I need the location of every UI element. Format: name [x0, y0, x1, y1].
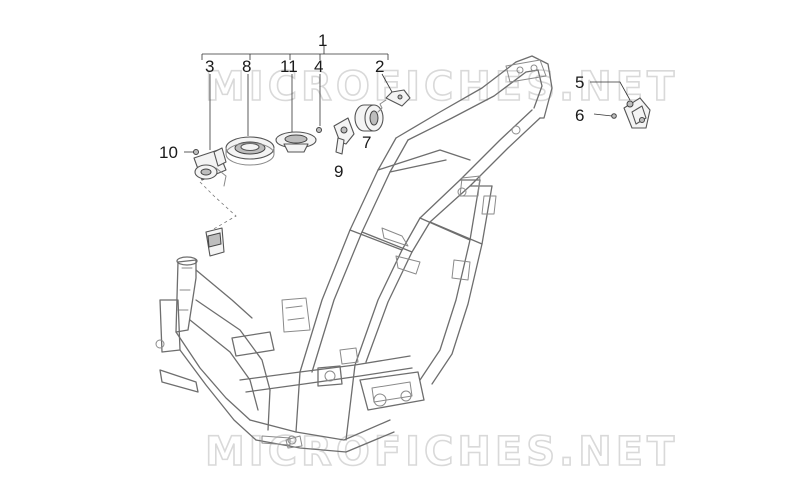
watermark-top: MICROFICHES.NET: [205, 64, 678, 110]
callout-7: 7: [362, 133, 371, 152]
part-10-screw: [193, 149, 199, 155]
callout-6: 6: [575, 106, 584, 125]
part-8-cap-ring: [225, 136, 275, 166]
callout-3: 3: [205, 57, 214, 76]
part-4-screw: [316, 127, 322, 133]
part-6-screw: [611, 113, 617, 119]
leader-lines: [184, 46, 631, 153]
callout-1: 1: [318, 31, 327, 50]
part-2-key: [377, 89, 411, 113]
scooter-frame: [155, 55, 553, 453]
callout-9: 9: [334, 162, 343, 181]
callout-2: 2: [375, 57, 384, 76]
callout-11: 11: [280, 57, 298, 76]
callout-labels: 1 2 3 4 5 6 7 8 9 10 11: [159, 31, 584, 181]
part-5-latch-bracket: [623, 97, 651, 129]
part-9-bracket: [333, 117, 355, 155]
watermark-bottom: MICROFICHES.NET: [205, 429, 678, 475]
callout-4: 4: [314, 57, 323, 76]
callout-8: 8: [242, 57, 251, 76]
callout-5: 5: [575, 73, 584, 92]
part-7-barrel: [354, 104, 384, 132]
lock-cover-part: [205, 227, 225, 257]
indicator-dashed-line: [199, 181, 237, 231]
part-11-fuel-cap: [275, 131, 317, 153]
callout-10: 10: [159, 143, 178, 162]
part-3-lock-assembly: [193, 147, 227, 187]
